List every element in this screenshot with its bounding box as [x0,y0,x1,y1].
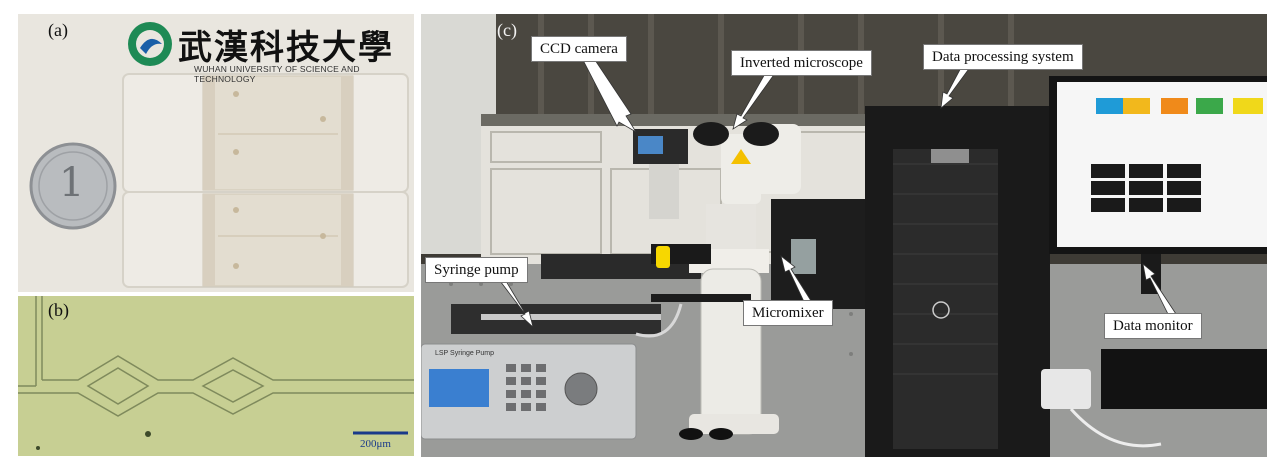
pump-knob [564,372,598,406]
pump-brand-label: LSP Syringe Pump [435,350,495,357]
coin-digit: 1 [59,160,85,206]
panel-b-micrograph: (b) 200μm [18,296,414,456]
callout-syringe-pump: Syringe pump [425,257,528,283]
panel-a-label: (a) [48,20,68,40]
panel-b-drawing [18,296,414,450]
keyboard [1101,349,1267,409]
pump-display [429,369,489,407]
panel-a-drawing [29,22,409,288]
callout-data-processing-system: Data processing system [923,44,1083,70]
arrow-monitor [1142,262,1177,319]
panel-c-drawing [421,14,1267,457]
callout-micromixer: Micromixer [743,300,833,326]
callout-ccd-camera: CCD camera [531,36,627,62]
arrow-processing [940,61,972,109]
panel-c-label: (c) [497,20,517,40]
scale-bar-label: 200μm [360,438,391,450]
logo-chinese-text: 武漢科技大學 [178,28,394,68]
panel-b-label: (b) [48,300,69,320]
callout-data-monitor: Data monitor [1104,313,1202,339]
microscope-body [700,268,762,435]
callout-inverted-microscope: Inverted microscope [731,50,872,76]
panel-c-photo: (c) CCD camera Inverted microscope Data … [421,14,1267,457]
coin [29,142,117,230]
panel-a-photo: (a) 武漢科技大學 WUHAN UNIVERSITY OF SCIENCE A… [18,14,414,292]
arrow-microscope [732,71,774,130]
logo-english-text: WUHAN UNIVERSITY OF SCIENCE AND TECHNOLO… [194,64,360,84]
arrow-ccd [582,53,637,133]
